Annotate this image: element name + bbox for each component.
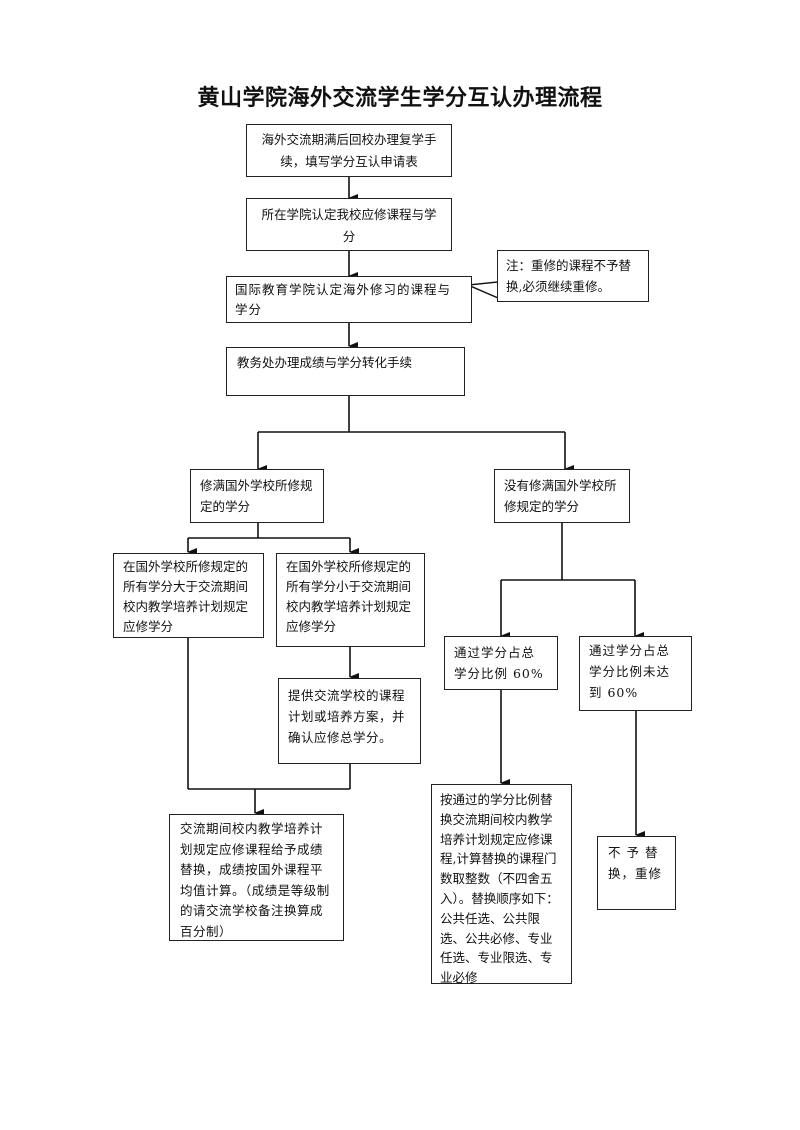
step-no-replace: 不 予 替换，重修 [597, 836, 676, 910]
case-credits-greater: 在国外学校所修规定的所有学分大于交流期间校内教学培养计划规定应修学分 [113, 553, 264, 638]
step-academic-affairs: 教务处办理成绩与学分转化手续 [226, 347, 465, 396]
branch-credits-full: 修满国外学校所修规定的学分 [190, 469, 324, 523]
case-pass-60: 通过学分占总学分比例 60% [444, 636, 558, 690]
note-pointer [465, 272, 499, 300]
case-not-pass-60: 通过学分占总学分比例未达到 60% [579, 636, 692, 711]
step-college-determine: 所在学院认定我校应修课程与学分 [246, 198, 452, 251]
branch-credits-not-full: 没有修满国外学校所修规定的学分 [494, 469, 630, 523]
note-box: 注：重修的课程不予替换,必须继续重修。 [497, 250, 649, 302]
step-return-apply: 海外交流期满后回校办理复学手续，填写学分互认申请表 [246, 124, 452, 177]
case-credits-less: 在国外学校所修规定的所有学分小于交流期间校内教学培养计划规定应修学分 [276, 553, 425, 647]
step-intl-determine: 国际教育学院认定海外修习的课程与学分 [226, 276, 472, 323]
step-provide-plan: 提供交流学校的课程计划或培养方案，并确认应修总学分。 [278, 678, 421, 764]
step-replace-grades: 交流期间校内教学培养计划规定应修课程给予成绩替换，成绩按国外课程平均值计算。（成… [169, 814, 344, 941]
diagram-title: 黄山学院海外交流学生学分互认办理流程 [197, 86, 603, 111]
step-proportional-replace: 按通过的学分比例替换交流期间校内教学培养计划规定应修课程,计算替换的课程门数取整… [431, 784, 572, 985]
